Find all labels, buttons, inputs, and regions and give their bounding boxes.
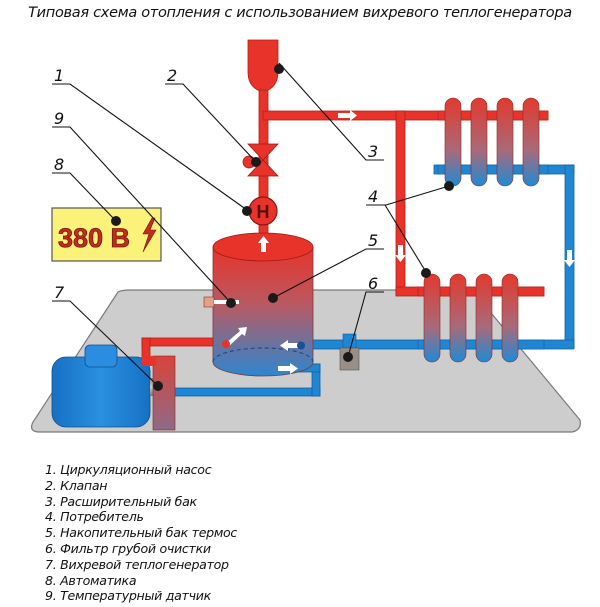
pump-symbol: Н: [257, 202, 270, 222]
branch-pipe: [395, 110, 406, 296]
callout-6: 6: [368, 274, 378, 293]
legend-item: 8. Автоматика: [45, 572, 137, 588]
legend-item: 5. Накопительный бак термос: [45, 525, 238, 541]
generator-hot-pipe: [141, 337, 218, 347]
legend-item: 1. Циркуляционный насос: [45, 462, 212, 477]
callout-7: 7: [54, 283, 65, 302]
legend-item: 3. Расширительный бак: [45, 493, 197, 509]
callout-3: 3: [368, 142, 378, 161]
arrow-up-right-icon: [226, 327, 247, 346]
leader-lines: [52, 62, 450, 387]
diagram-title: Типовая схема отопления с использованием…: [28, 5, 572, 21]
callout-2: 2: [167, 66, 177, 85]
lightning-icon: [142, 217, 157, 253]
temperature-sensor: [203, 296, 215, 308]
callout-9: 9: [54, 109, 64, 128]
voltage-label: 380 В: [58, 223, 130, 253]
legend-item: 2. Клапан: [45, 477, 108, 493]
legend-item: 4. Потребитель: [45, 509, 144, 525]
legend-item: 9. Температурный датчик: [45, 588, 211, 604]
voltage-sign: 380 В: [51, 207, 162, 262]
arrow-right-icon: [278, 363, 298, 374]
arrow-down-icon: [395, 245, 406, 262]
expansion-tank: [247, 39, 279, 93]
arrow-left-icon: [280, 340, 300, 351]
generator-cold-pipe: [169, 387, 321, 397]
callout-dots: [111, 64, 454, 391]
vortex-generator: [51, 344, 176, 431]
callout-8: 8: [54, 155, 64, 174]
callout-5: 5: [368, 231, 378, 250]
circulation-pump: Н: [248, 196, 278, 226]
callout-4: 4: [368, 187, 378, 206]
arrow-right-icon: [338, 110, 357, 121]
callout-1: 1: [54, 66, 64, 85]
legend-list: 1. Циркуляционный насос 2. Клапан 3. Рас…: [45, 462, 237, 604]
radiator-lower: [417, 273, 545, 363]
legend-item: 7. Вихревой теплогенератор: [45, 556, 229, 572]
motor: [51, 356, 151, 428]
radiator-upper: [437, 97, 549, 187]
storage-tank: [203, 232, 314, 377]
legend-item: 6. Фильтр грубой очистки: [45, 540, 211, 556]
arrow-down-icon: [564, 250, 575, 267]
